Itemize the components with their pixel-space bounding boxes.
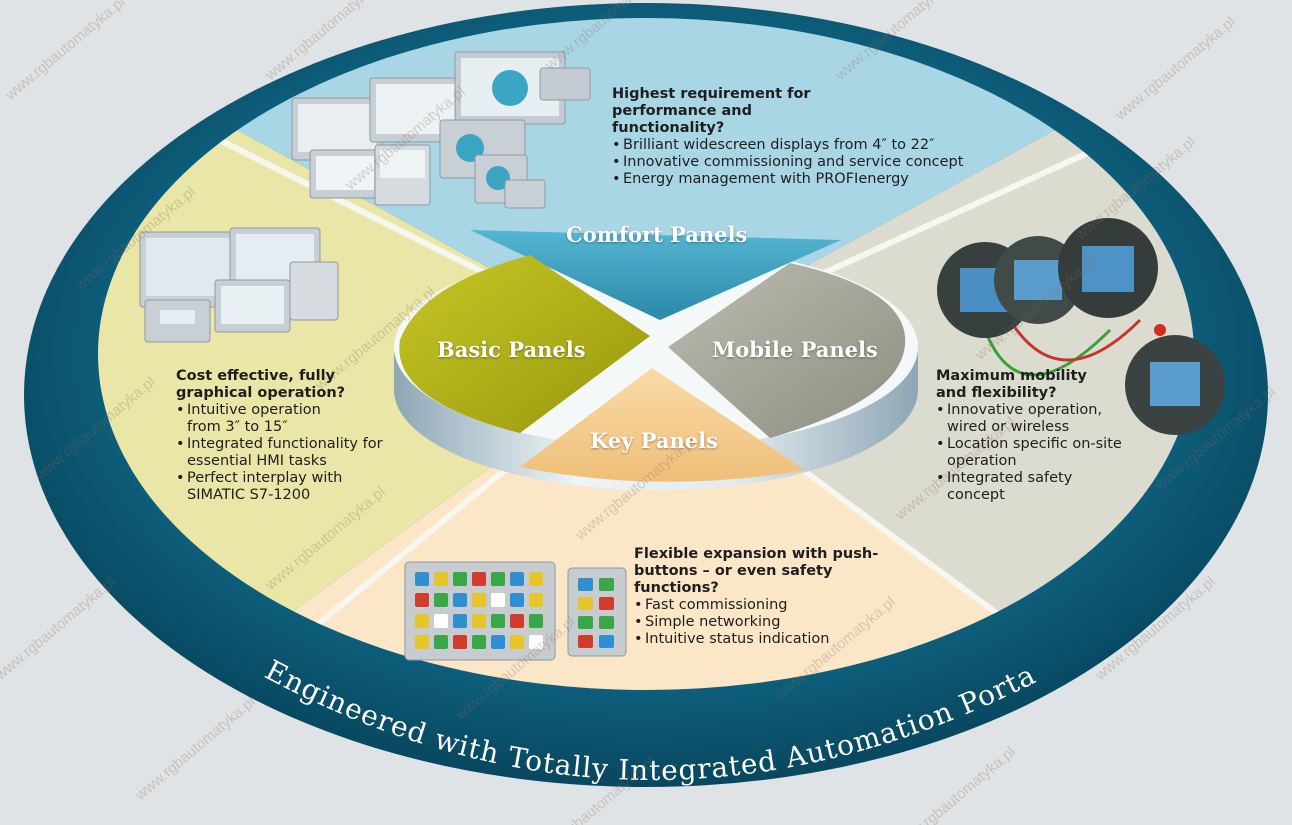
key-button xyxy=(578,597,593,610)
key-button xyxy=(453,572,467,586)
mobile-block: Maximum mobility and flexibility? Innova… xyxy=(936,368,1144,504)
key-button xyxy=(529,635,543,649)
comfort-heading: Highest requirement for performance and … xyxy=(612,86,811,136)
comfort-bullet: Energy management with PROFIenergy xyxy=(612,171,1022,188)
mobile-bullet: Location specific on-site operation xyxy=(936,436,1144,470)
key-block: Flexible expansion with push-buttons – o… xyxy=(634,546,904,648)
comfort-block: Highest requirement for performance and … xyxy=(612,86,1022,188)
mobile-bullet: Innovative operation, wired or wireless xyxy=(936,402,1122,436)
key-button xyxy=(578,635,593,648)
key-button xyxy=(434,614,448,628)
key-button xyxy=(453,614,467,628)
key-button xyxy=(578,578,593,591)
key-button xyxy=(453,635,467,649)
basic-block: Cost effective, fully graphical operatio… xyxy=(176,368,386,504)
key-button xyxy=(529,593,543,607)
key-panels-label: Key Panels xyxy=(590,428,718,453)
key-button xyxy=(491,593,505,607)
drum-base xyxy=(394,347,918,490)
key-button xyxy=(599,578,614,591)
key-button xyxy=(578,616,593,629)
key-heading: Flexible expansion with push-buttons – o… xyxy=(634,546,879,596)
basic-bullet: Intuitive operation from 3″ to 15″ xyxy=(176,402,347,436)
mobile-panels-label: Mobile Panels xyxy=(712,337,878,362)
key-button xyxy=(529,614,543,628)
key-button xyxy=(434,572,448,586)
key-area xyxy=(98,354,1194,690)
mobile-panels-image xyxy=(937,218,1225,435)
key-button xyxy=(415,593,429,607)
basic-panels-image xyxy=(139,227,339,343)
key-button xyxy=(415,614,429,628)
key-button xyxy=(599,616,614,629)
key-button xyxy=(434,593,448,607)
mobile-bullets: Innovative operation, wired or wireless … xyxy=(936,402,1144,504)
mobile-wedge xyxy=(668,263,906,438)
basic-bullet: Perfect interplay with SIMATIC S7-1200 xyxy=(176,470,377,504)
comfort-panels-label: Comfort Panels xyxy=(566,222,748,247)
key-button xyxy=(599,635,614,648)
key-bullet: Fast commissioning xyxy=(634,597,904,614)
key-button xyxy=(415,635,429,649)
key-button xyxy=(434,635,448,649)
comfort-wedge xyxy=(470,230,841,320)
key-button xyxy=(510,635,524,649)
key-wedge xyxy=(520,368,805,482)
key-button xyxy=(472,593,486,607)
key-bullets: Fast commissioning Simple networking Int… xyxy=(634,597,904,648)
key-button xyxy=(510,614,524,628)
comfort-bullet: Brilliant widescreen displays from 4″ to… xyxy=(612,137,1022,154)
basic-wedge xyxy=(399,255,650,433)
key-button xyxy=(491,635,505,649)
comfort-panels-image xyxy=(291,51,591,209)
key-button xyxy=(453,593,467,607)
basic-bullet: Integrated functionality for essential H… xyxy=(176,436,386,470)
key-button xyxy=(472,614,486,628)
basic-panels-label: Basic Panels xyxy=(437,337,586,362)
key-button xyxy=(599,597,614,610)
key-button xyxy=(510,572,524,586)
basic-bullets: Intuitive operation from 3″ to 15″ Integ… xyxy=(176,402,386,504)
mobile-heading: Maximum mobility and flexibility? xyxy=(936,368,1087,401)
key-button xyxy=(510,593,524,607)
comfort-bullet: Innovative commissioning and service con… xyxy=(612,154,1022,171)
key-button xyxy=(472,635,486,649)
key-bullet: Simple networking xyxy=(634,614,904,631)
key-button xyxy=(415,572,429,586)
key-panels-image xyxy=(404,561,627,661)
key-button xyxy=(491,614,505,628)
key-button xyxy=(491,572,505,586)
key-button xyxy=(529,572,543,586)
key-bullet: Intuitive status indication xyxy=(634,631,904,648)
basic-heading: Cost effective, fully graphical operatio… xyxy=(176,368,346,401)
comfort-bullets: Brilliant widescreen displays from 4″ to… xyxy=(612,137,1022,188)
key-button xyxy=(472,572,486,586)
mobile-bullet: Integrated safety concept xyxy=(936,470,1087,504)
